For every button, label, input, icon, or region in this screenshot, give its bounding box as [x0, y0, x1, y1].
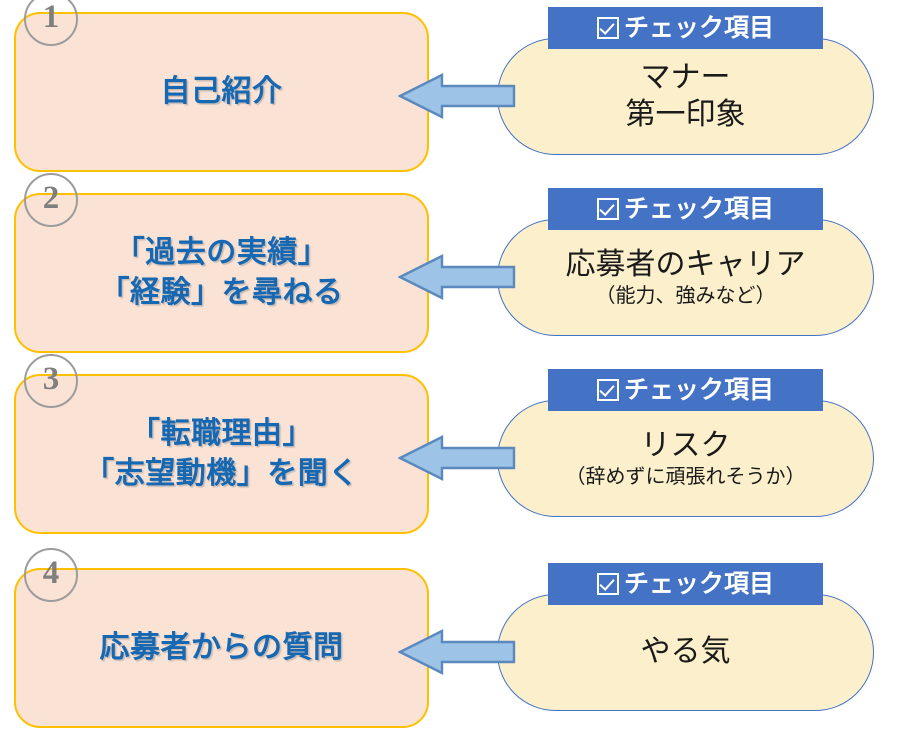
check-item-header-label: チェック項目: [596, 569, 774, 598]
checkbox-checked-icon: [596, 573, 619, 595]
step-row: 「過去の実績」 「経験」を尋ねる 2 応募者のキャリア （能力、強みなど） チェ…: [0, 173, 900, 366]
check-item-header-text: チェック項目: [623, 194, 774, 223]
arrow-left-icon: [398, 629, 516, 675]
step-number-badge: 3: [24, 354, 78, 408]
check-item-header-text: チェック項目: [623, 569, 774, 598]
check-item-main-text: やる気: [640, 635, 731, 669]
check-item-header: チェック項目: [548, 188, 823, 230]
step-title: 自己紹介: [160, 75, 283, 109]
step-card[interactable]: 自己紹介: [14, 12, 429, 172]
check-item-header: チェック項目: [548, 7, 823, 49]
check-item-sub-text: （能力、強みなど）: [595, 285, 776, 308]
check-item-header-text: チェック項目: [623, 13, 774, 42]
arrow-left-icon: [398, 73, 516, 119]
checkbox-checked-icon: [596, 17, 619, 39]
step-row: 「転職理由」 「志望動機」を聞く 3 リスク （辞めずに頑張れそうか） チェック…: [0, 354, 900, 547]
step-card[interactable]: 「転職理由」 「志望動機」を聞く: [14, 374, 429, 534]
check-item-header-label: チェック項目: [596, 13, 774, 42]
check-item-main-text: マナー 第一印象: [625, 60, 746, 131]
check-item-main-text: リスク: [640, 428, 731, 462]
step-number-badge: 2: [24, 173, 78, 227]
check-item-pill[interactable]: 応募者のキャリア （能力、強みなど）: [497, 219, 874, 336]
arrow-left-icon: [398, 254, 516, 300]
step-title: 応募者からの質問: [99, 631, 344, 665]
step-number-badge: 1: [24, 0, 78, 46]
step-card[interactable]: 応募者からの質問: [14, 568, 429, 728]
step-number-badge: 4: [24, 548, 78, 602]
checkbox-checked-icon: [596, 198, 619, 220]
step-card[interactable]: 「過去の実績」 「経験」を尋ねる: [14, 193, 429, 353]
interview-flow-diagram: 自己紹介 1 マナー 第一印象 チェック項目 「過去の実績」 「経験」を尋ねる …: [0, 0, 900, 720]
check-item-header: チェック項目: [548, 369, 823, 411]
step-title: 「転職理由」 「志望動機」を聞く: [84, 417, 359, 490]
check-item-main-text: 応募者のキャリア: [565, 247, 806, 281]
step-row: 応募者からの質問 4 やる気 チェック項目: [0, 548, 900, 741]
arrow-left-icon: [398, 435, 516, 481]
check-item-pill[interactable]: やる気: [497, 594, 874, 711]
check-item-sub-text: （辞めずに頑張れそうか）: [565, 466, 806, 489]
check-item-pill[interactable]: マナー 第一印象: [497, 38, 874, 155]
step-row: 自己紹介 1 マナー 第一印象 チェック項目: [0, 0, 900, 185]
check-item-header-label: チェック項目: [596, 375, 774, 404]
check-item-header-text: チェック項目: [623, 375, 774, 404]
step-title: 「過去の実績」 「経験」を尋ねる: [99, 236, 344, 309]
check-item-header: チェック項目: [548, 563, 823, 605]
check-item-pill[interactable]: リスク （辞めずに頑張れそうか）: [497, 400, 874, 517]
check-item-header-label: チェック項目: [596, 194, 774, 223]
checkbox-checked-icon: [596, 379, 619, 401]
